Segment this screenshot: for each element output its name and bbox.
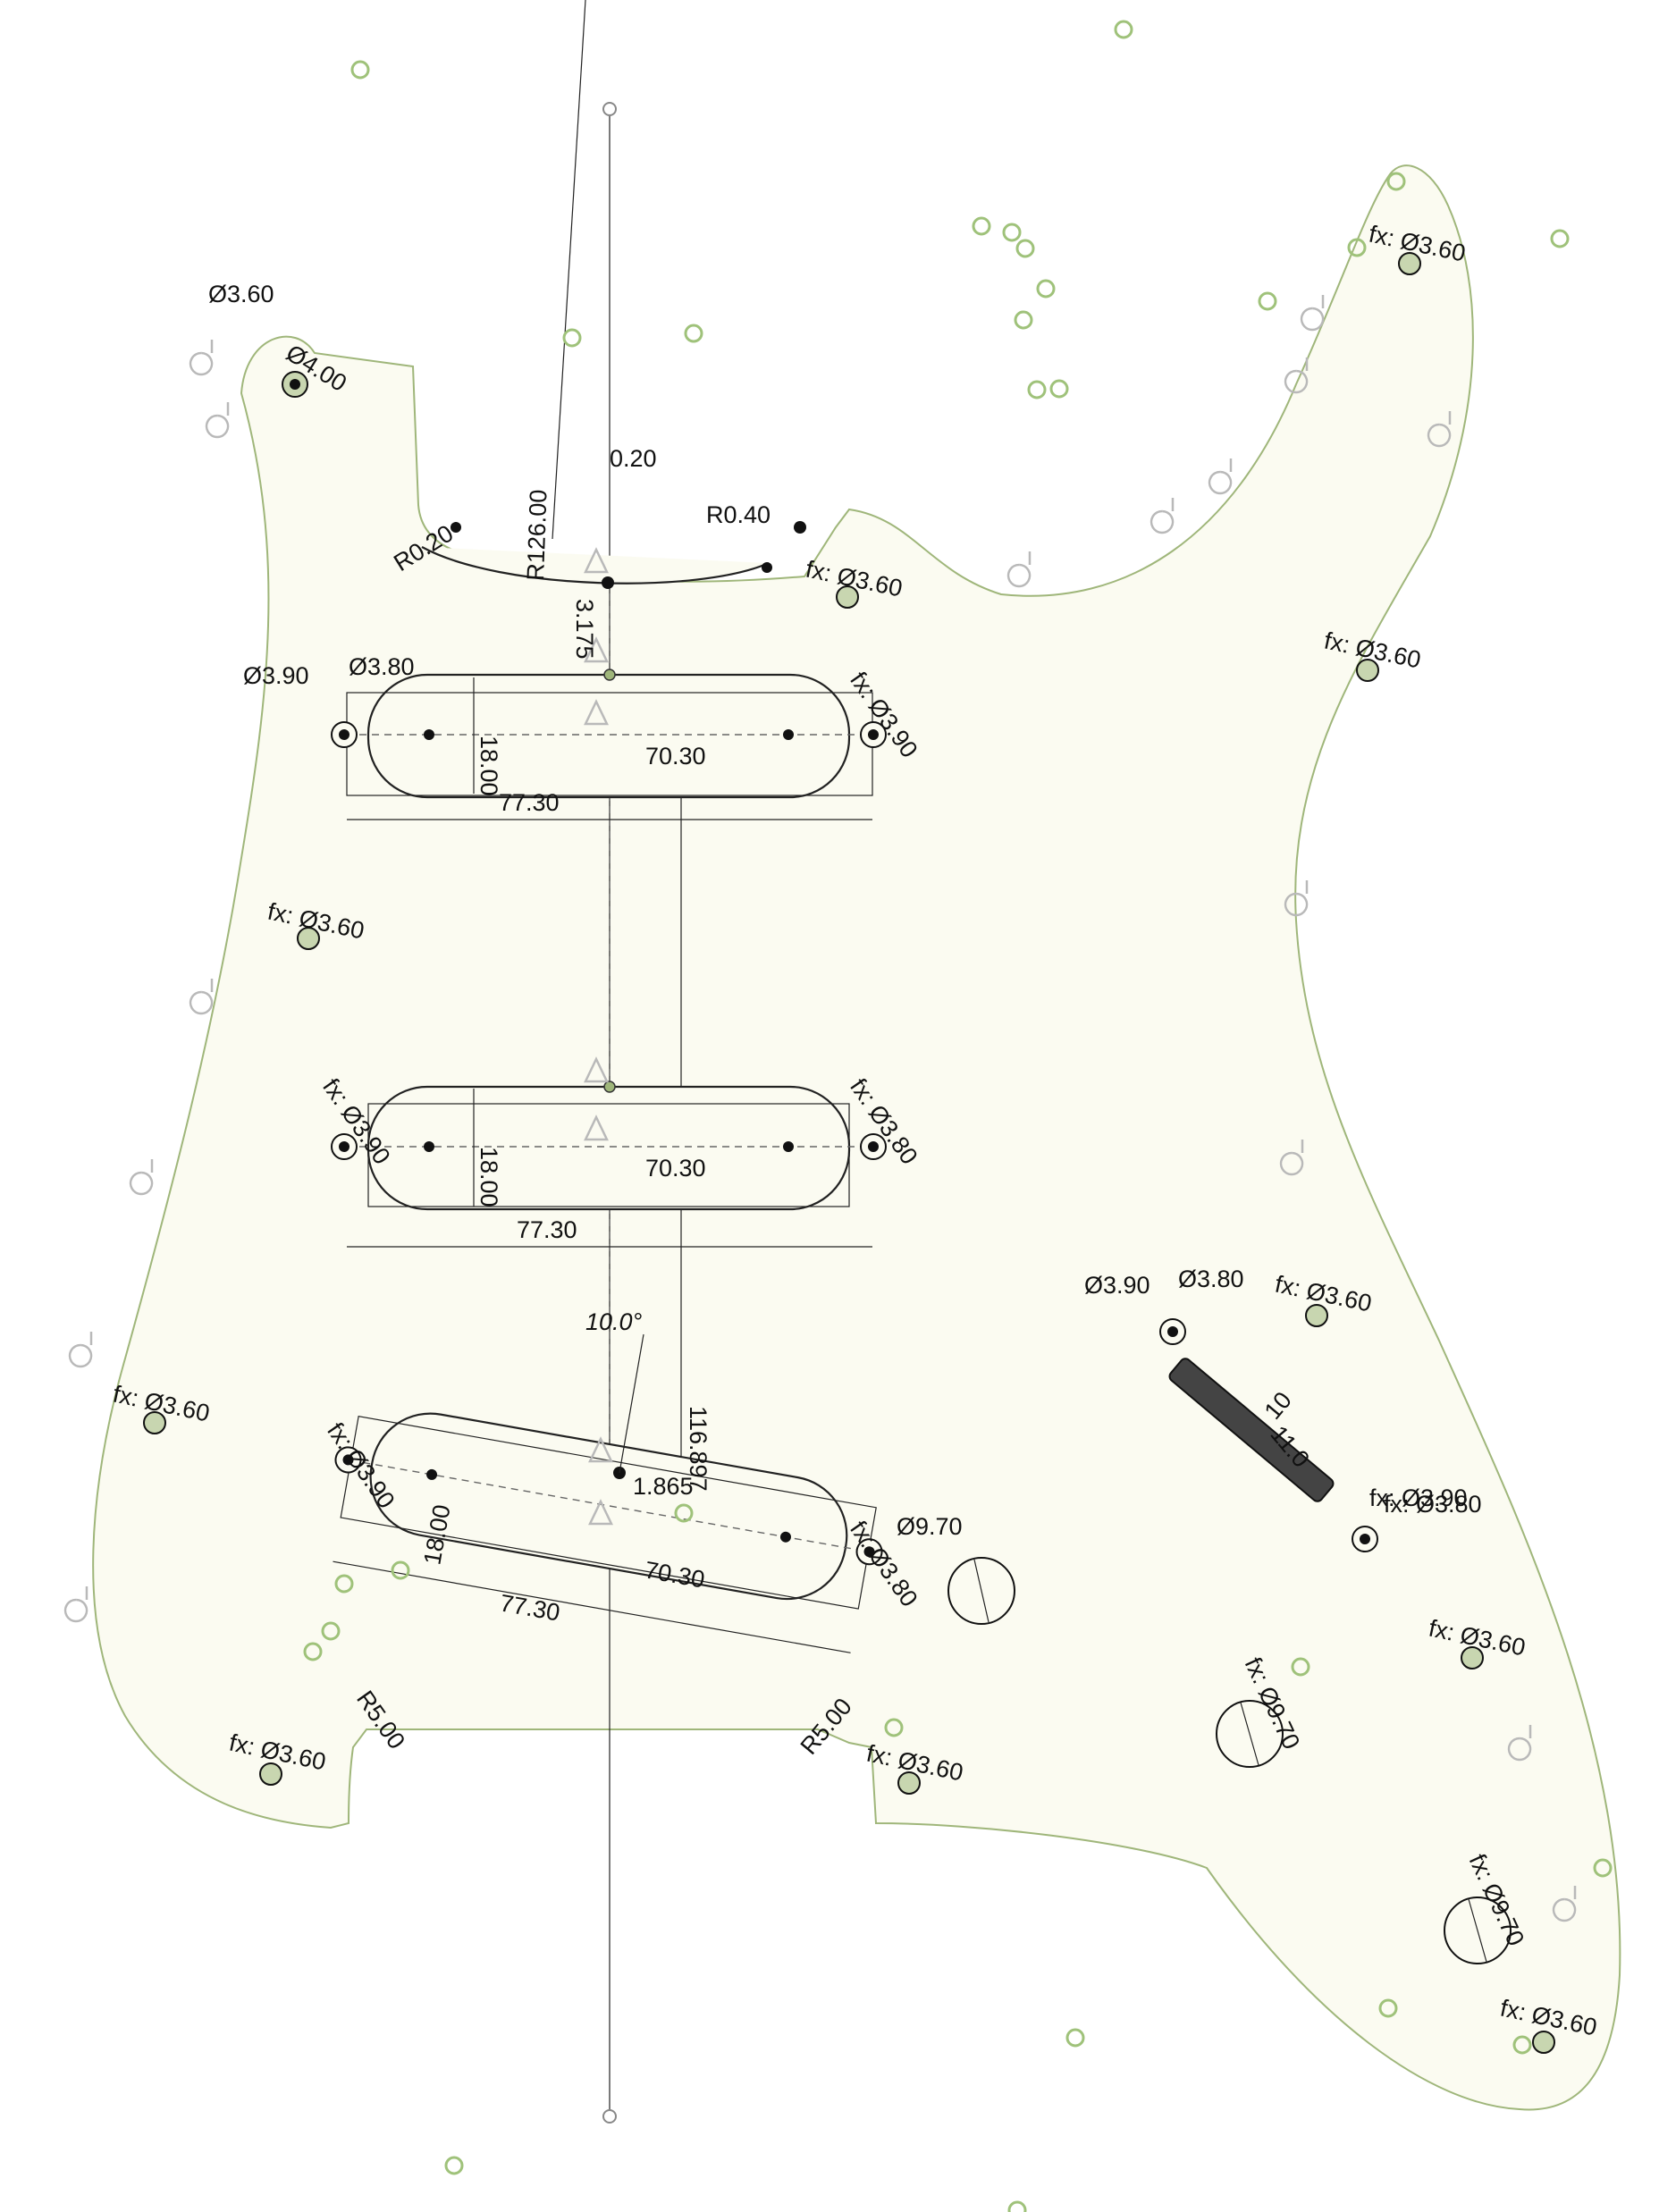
pickup-1-center-right[interactable] [783,729,794,740]
sketch-points [303,20,1613,2212]
coincident-icon [1006,551,1032,588]
mount-hole-left-upper[interactable] [297,927,320,950]
coincident-icon [205,402,230,439]
dim-pickup2-width: 18.00 [476,1147,502,1207]
dim-offset: 1.865 [633,1473,694,1500]
coincident-icon [1300,295,1325,332]
triangle-constraint-icon [588,1499,613,1526]
dim-pickup1-inner: 70.30 [645,743,706,770]
triangle-constraint-icon [584,547,609,574]
dim-neck-gap: 0.20 [610,445,657,472]
pickup-2-left-screw-ctr [339,1141,349,1152]
coincident-icon [63,1586,88,1623]
dim-neck-right-fillet: R0.40 [706,501,771,528]
mount-hole-bottom-mid[interactable] [897,1771,921,1795]
neck-right-point2[interactable] [762,562,772,573]
neck-right-point[interactable] [794,521,806,534]
dim-angle: 10.0° [585,1308,643,1335]
mount-hole-neck-right[interactable] [836,585,859,609]
pickup-3-left-screw-ctr [342,1454,354,1466]
triangle-constraint-icon [584,1114,609,1141]
pickup-2-top-point[interactable] [603,1081,616,1093]
pickup-1-right-screw-ctr [868,729,879,740]
pickup-3-outer-dim [333,1560,851,1653]
dim-neck-arc-radius: R126.00 [522,489,552,581]
top-left-mount-ctr [290,379,300,390]
triangle-constraint-icon [584,1056,609,1083]
coincident-icon [129,1159,154,1196]
pickup-3-right-screw-ctr [863,1546,875,1558]
center-line-top-point[interactable] [602,102,617,116]
mount-hole-right-upper[interactable] [1356,659,1379,682]
coincident-icon [1279,1140,1304,1176]
coincident-icon [1284,357,1309,394]
coincident-icon [1284,880,1309,917]
triangle-constraint-icon [588,1436,613,1463]
coincident-icon [1427,411,1452,448]
dim-pickup1-outer: 77.30 [499,789,560,816]
dim-pickup1-left-screw: Ø3.90 [243,662,309,689]
pickup-2-right-screw-ctr [868,1141,879,1152]
constraint-icons [63,295,1577,1922]
mount-hole-right-mid[interactable] [1305,1304,1328,1327]
dim-pickup1-width: 18.00 [476,736,502,796]
pickguard-outline[interactable] [92,164,1621,2111]
dim-pickup2-inner: 70.30 [645,1155,706,1182]
dim-top-left-outer: Ø3.60 [208,281,274,307]
pot-2-dim [1240,1702,1259,1766]
pickup-1-top-point[interactable] [603,669,616,681]
radius-leader [552,0,586,540]
dim-neck-to-pickup: 3.175 [571,599,598,660]
coincident-icon [189,340,214,376]
pickup-2-cavity[interactable] [366,1085,851,1211]
neck-arc-center[interactable] [602,576,614,589]
dim-switch-right-screw: fx: Ø3.90 [1369,1484,1468,1511]
pot-3-dim [1468,1898,1487,1963]
mount-hole-bottom-left[interactable] [259,1762,282,1786]
angle-line [619,1333,644,1474]
coincident-icon [1507,1725,1532,1762]
triangle-constraint-icon [584,636,609,663]
switch-cavity[interactable] [1167,1357,1335,1503]
triangle-constraint-icon [584,699,609,726]
pickup-1-left-screw-ctr [339,729,349,740]
switch-left-screw-ctr [1167,1326,1178,1337]
switch-right-screw-ctr [1360,1534,1370,1544]
center-line-bottom-point[interactable] [602,2109,617,2124]
coincident-icon [1150,498,1175,534]
mount-hole-left-lower[interactable] [143,1411,166,1434]
dim-pot1: Ø9.70 [897,1513,963,1540]
pickup-2-center-left[interactable] [424,1141,434,1152]
pickup-1[interactable] [331,669,887,820]
pickup-2[interactable] [331,1081,887,1248]
pickup-2-center-right[interactable] [783,1141,794,1152]
mount-hole-top-right[interactable] [1398,252,1421,275]
neck-arc[interactable] [421,546,770,585]
pickup-1-center-left[interactable] [424,729,434,740]
coincident-icon [189,979,214,1015]
pickup-3-center-left[interactable] [425,1468,438,1481]
mount-hole-right-lower[interactable] [1461,1646,1484,1670]
pot-1-dim [973,1559,990,1623]
dim-switch-right-screw2: fx: Ø3.80 [1384,1491,1482,1518]
dim-pickup-spacing: 116.897 [685,1406,712,1492]
mount-hole-bottom-right[interactable] [1532,2031,1555,2054]
dim-pickup1-left-screw2: Ø3.80 [349,653,415,680]
neck-left-point[interactable] [451,522,461,533]
pickup-3[interactable] [318,1398,892,1655]
coincident-icon [1208,458,1233,495]
dim-switch-left-screw: Ø3.90 [1084,1272,1150,1299]
dim-switch-left-screw2: Ø3.80 [1178,1266,1244,1292]
pickup-2-bounds [367,1103,850,1207]
switch-slot[interactable] [1167,1357,1335,1503]
coincident-icon [1552,1886,1577,1922]
coincident-icon [68,1332,93,1368]
dim-pickup2-outer: 77.30 [517,1216,577,1243]
pickup-3-center-right[interactable] [779,1531,792,1543]
